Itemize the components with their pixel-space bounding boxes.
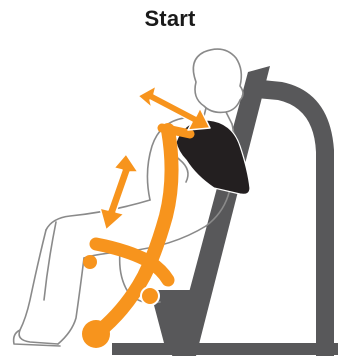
top-curved-bar <box>256 80 334 356</box>
pivot-point-knee <box>83 255 97 269</box>
machine-frame <box>112 66 338 356</box>
adjustment-arrow-vertical <box>100 154 138 230</box>
pivot-point-lower <box>82 320 110 348</box>
adjustment-arrow-diagonal <box>138 86 210 130</box>
pivot-point-seat <box>141 287 159 305</box>
base-plate <box>112 343 338 355</box>
